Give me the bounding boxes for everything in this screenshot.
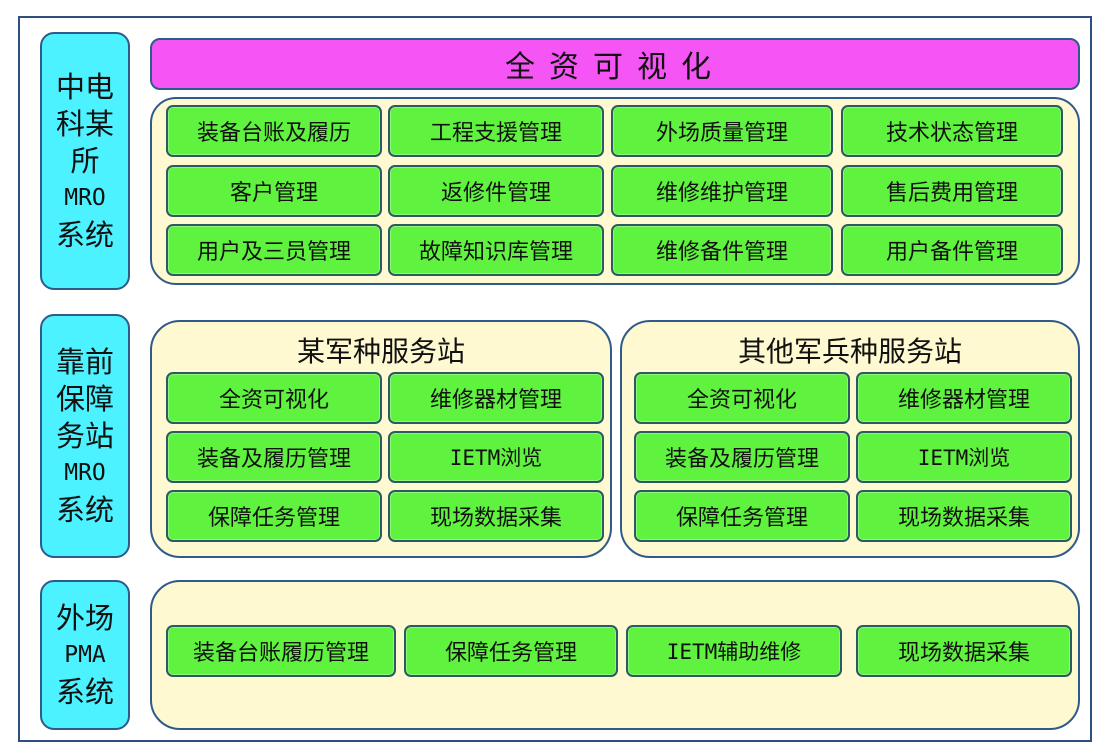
mro-module: 用户及三员管理	[166, 224, 382, 276]
side-label-line: 系统	[55, 217, 114, 252]
mro-module: 技术状态管理	[841, 105, 1063, 157]
side-label-line: 保障	[55, 381, 114, 416]
side-label-line: PMA	[64, 641, 106, 668]
station-module: 全资可视化	[166, 372, 382, 424]
side-label-line: 科某	[55, 106, 114, 141]
station-module: IETM浏览	[388, 431, 604, 483]
station-module: 装备及履历管理	[634, 431, 850, 483]
mro-module: 用户备件管理	[841, 224, 1063, 276]
station-module: 保障任务管理	[634, 490, 850, 542]
station-module: 现场数据采集	[856, 490, 1072, 542]
mro-module: 装备台账及履历	[166, 105, 382, 157]
side-label-mro: 中电 科某 所 MRO 系统	[40, 32, 130, 290]
asset-visibility-banner: 全资可视化	[150, 38, 1080, 90]
side-label-line: 外场	[55, 600, 114, 635]
side-label-line: MRO	[64, 459, 106, 486]
side-label-station: 靠前 保障 务站 MRO 系统	[40, 314, 130, 558]
station-module: IETM浏览	[856, 431, 1072, 483]
side-label-pma: 外场 PMA 系统	[40, 580, 130, 730]
pma-module: 装备台账履历管理	[166, 625, 396, 677]
mro-module: 维修维护管理	[611, 165, 833, 217]
mro-module: 返修件管理	[388, 165, 604, 217]
station-module: 维修器材管理	[388, 372, 604, 424]
station-module: 保障任务管理	[166, 490, 382, 542]
station-module: 维修器材管理	[856, 372, 1072, 424]
service-station-title: 其他军兵种服务站	[737, 335, 962, 368]
side-label-line: 系统	[55, 674, 114, 709]
pma-module: IETM辅助维修	[626, 625, 842, 677]
side-label-line: 务站	[55, 418, 114, 453]
station-module: 全资可视化	[634, 372, 850, 424]
mro-module: 客户管理	[166, 165, 382, 217]
diagram-frame	[18, 16, 1092, 742]
mro-module: 外场质量管理	[611, 105, 833, 157]
mro-module: 故障知识库管理	[388, 224, 604, 276]
mro-module: 维修备件管理	[611, 224, 833, 276]
pma-module: 现场数据采集	[856, 625, 1072, 677]
side-label-line: 所	[70, 143, 100, 178]
mro-module: 售后费用管理	[841, 165, 1063, 217]
service-station-title: 某军种服务站	[296, 335, 465, 368]
station-module: 装备及履历管理	[166, 431, 382, 483]
side-label-line: 靠前	[55, 344, 114, 379]
pma-module: 保障任务管理	[404, 625, 618, 677]
side-label-line: 系统	[55, 492, 114, 527]
station-module: 现场数据采集	[388, 490, 604, 542]
mro-module: 工程支援管理	[388, 105, 604, 157]
side-label-line: 中电	[55, 69, 114, 104]
side-label-line: MRO	[64, 184, 106, 211]
